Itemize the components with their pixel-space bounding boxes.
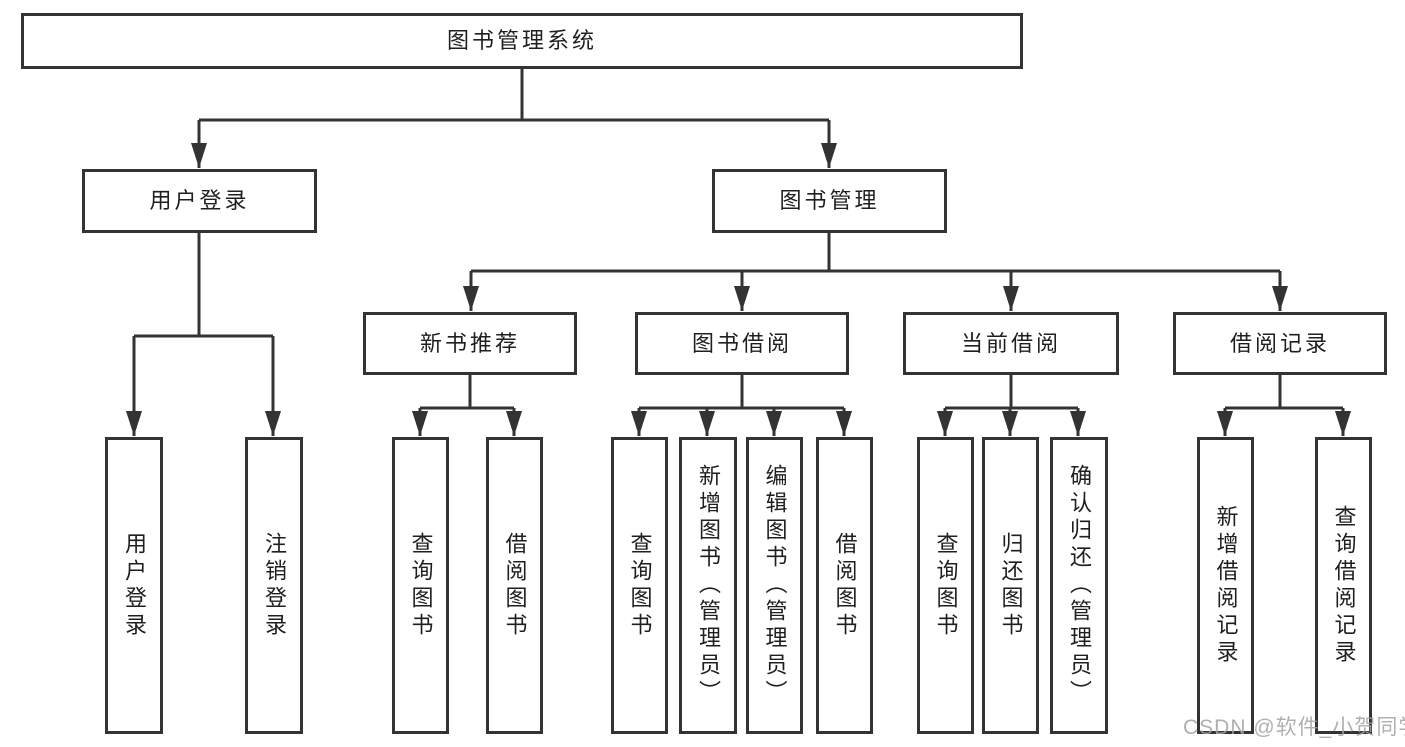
leaf-borrow-books: 借阅图书: [816, 437, 873, 734]
leaf-query-books-borrowing: 查询图书: [611, 437, 668, 734]
leaf-logout: 注销登录: [245, 437, 303, 734]
leaf-query-books-current: 查询图书: [917, 437, 974, 734]
leaf-add-books-admin: 新增图书（管理员）: [679, 437, 737, 734]
csdn-watermark: CSDN @软件_小贺同学: [1183, 716, 1405, 739]
node-book-management: 图书管理: [712, 169, 947, 233]
node-book-borrowing: 图书借阅: [635, 312, 849, 375]
node-current-borrowing: 当前借阅: [903, 312, 1119, 375]
leaf-query-borrow-record: 查询借阅记录: [1315, 437, 1372, 734]
leaf-borrow-books-recommend: 借阅图书: [486, 437, 543, 734]
node-new-book-recommendation: 新书推荐: [363, 312, 577, 375]
leaf-add-borrow-record: 新增借阅记录: [1197, 437, 1254, 734]
leaf-user-login: 用户登录: [105, 437, 163, 734]
node-borrowing-records: 借阅记录: [1173, 312, 1387, 375]
node-user-login: 用户登录: [82, 169, 317, 233]
node-root-system: 图书管理系统: [21, 13, 1023, 69]
leaf-return-books: 归还图书: [982, 437, 1039, 734]
leaf-confirm-return-admin: 确认归还（管理员）: [1050, 437, 1108, 734]
leaf-query-books-recommend: 查询图书: [392, 437, 449, 734]
leaf-edit-books-admin: 编辑图书（管理员）: [746, 437, 803, 734]
